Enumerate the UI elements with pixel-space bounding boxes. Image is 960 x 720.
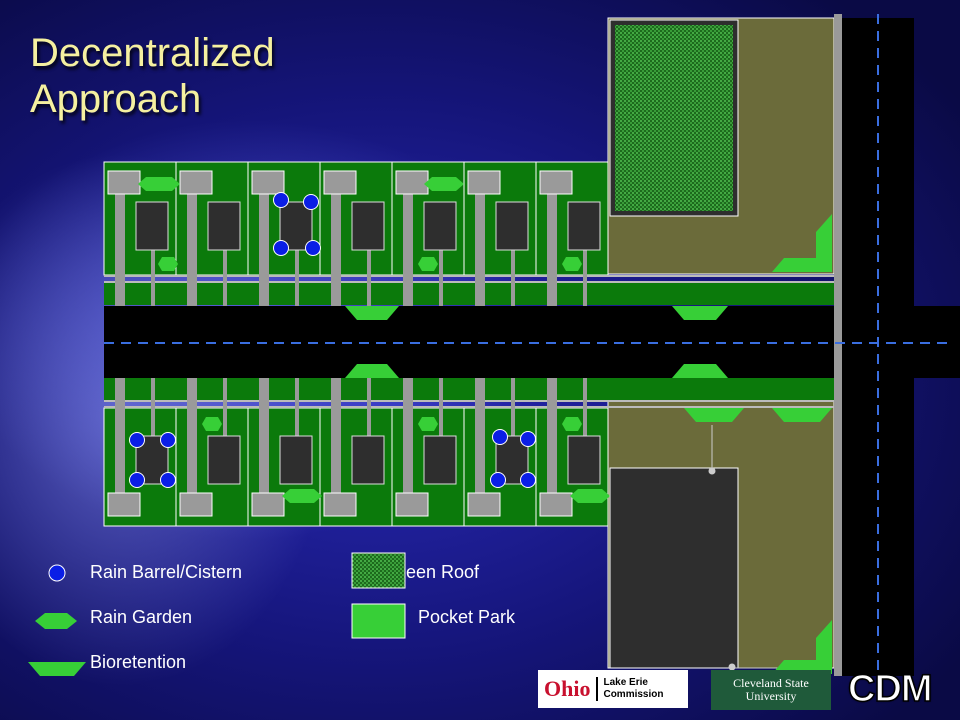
ohio-wordmark: Ohio <box>544 676 591 701</box>
legend-pocket-park-label: Pocket Park <box>418 607 516 627</box>
rain-barrels <box>129 192 536 488</box>
driveway-crossings <box>115 275 557 409</box>
bioretention-cells <box>345 258 832 674</box>
rain-gardens <box>138 177 610 503</box>
legend-bioretention-icon <box>28 662 86 676</box>
street-buffer-bottom <box>104 378 834 400</box>
cleveland-state-university-logo: Cleveland State University <box>711 670 831 710</box>
page-title: Decentralized Approach <box>30 30 275 122</box>
legend-bioretention-label: Bioretention <box>90 652 187 672</box>
title-line-1: Decentralized <box>30 31 275 75</box>
legend-rain-barrel-label: Rain Barrel/Cistern <box>90 562 243 582</box>
walkways <box>151 250 587 436</box>
lake-erie-line-1: Lake Erie <box>603 677 648 688</box>
legend-rain-barrel-icon <box>48 564 66 582</box>
legend-green-roof-label: een Roof <box>406 562 480 582</box>
street-curb <box>834 14 842 676</box>
legend-green-roof-icon <box>351 552 406 589</box>
title-line-2: Approach <box>30 77 202 121</box>
green-roof-surface <box>615 25 733 211</box>
pocket-parks <box>816 214 832 674</box>
legend-rain-garden-label: Rain Garden <box>90 607 193 627</box>
downspout-node <box>708 467 716 475</box>
csu-line-2: University <box>745 689 797 703</box>
lot-dividers <box>175 162 537 526</box>
downspout-node-2 <box>728 663 736 671</box>
cdm-logo: CDM <box>847 667 933 711</box>
csu-line-1: Cleveland State <box>733 676 809 690</box>
commercial-building <box>609 467 739 669</box>
legend-pocket-park-icon <box>351 603 406 639</box>
lake-erie-line-2: Commission <box>603 689 664 700</box>
ohio-lake-erie-commission-logo: Ohio Lake Erie Commission <box>538 670 688 708</box>
driveways-top <box>107 170 573 276</box>
driveways-bottom <box>107 408 573 517</box>
street-buffer-top <box>104 283 834 305</box>
legend-rain-garden-icon <box>35 613 77 629</box>
houses-top <box>135 201 601 251</box>
